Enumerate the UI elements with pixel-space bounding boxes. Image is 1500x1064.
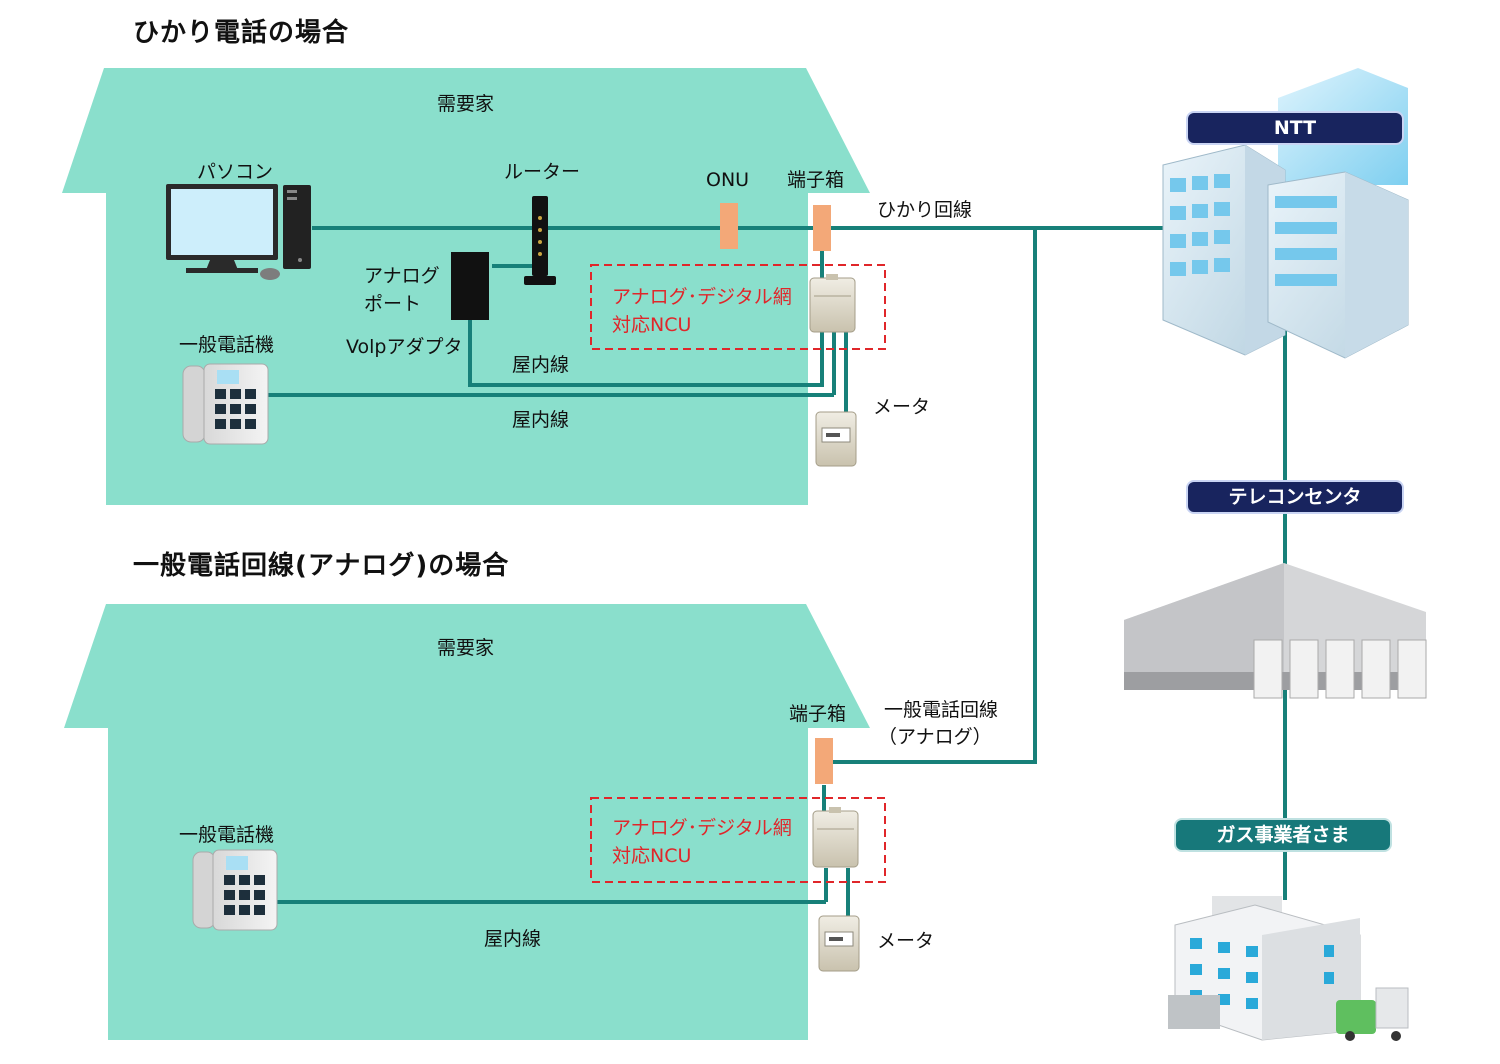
house-2-shape	[64, 604, 870, 1040]
house-2-label: 需要家	[437, 637, 495, 659]
terminal-box-2-icon	[815, 738, 833, 784]
hikari-line-label: ひかり回線	[877, 199, 973, 221]
ncu-device-1-icon	[809, 274, 856, 333]
telephone-1-label: 一般電話機	[179, 334, 275, 356]
ntt-pill: NTT	[1186, 111, 1404, 145]
house-1-label: 需要家	[437, 93, 495, 115]
pc-label: パソコン	[197, 161, 274, 183]
analog-port-label-1: アナログ	[364, 265, 440, 287]
indoor-line-label-1: 屋内線	[512, 354, 570, 376]
gas-company-building-icon	[1168, 896, 1409, 1041]
ncu-box-1	[590, 264, 886, 350]
terminal-box-1-icon	[813, 205, 831, 251]
pc-icon	[166, 184, 311, 280]
terminal-box-1-label: 端子箱	[787, 169, 845, 191]
ncu-2-label-line1: アナログ･デジタル網	[612, 817, 792, 839]
meter-1-label: メータ	[873, 396, 931, 418]
analog-port-label-2: ポート	[364, 293, 422, 315]
indoor-line-label-2: 屋内線	[512, 409, 570, 431]
meter-2-label: メータ	[877, 930, 935, 952]
meter-1-icon	[815, 411, 857, 467]
gas-company-pill: ガス事業者さま	[1174, 818, 1392, 852]
terminal-box-2-label: 端子箱	[789, 703, 847, 725]
voip-adapter-label: Volpアダプタ	[346, 336, 463, 358]
router-label: ルーター	[504, 161, 581, 183]
ncu-box-2	[590, 797, 886, 883]
telecon-pill: テレコンセンタ	[1186, 480, 1404, 514]
ncu-1-label-line1: アナログ･デジタル網	[612, 286, 792, 308]
section-title-analog: 一般電話回線(アナログ)の場合	[133, 551, 510, 581]
ncu-2-label-line2: 対応NCU	[612, 845, 692, 867]
analog-line-label-1: 一般電話回線	[884, 699, 999, 721]
analog-line-label-2: （アナログ）	[878, 726, 992, 748]
telephone-2-label: 一般電話機	[179, 824, 275, 846]
router-icon	[524, 196, 556, 285]
wiring-house-2	[276, 228, 1037, 918]
telephone-2-icon	[192, 849, 278, 931]
ncu-1-label-line2: 対応NCU	[612, 314, 692, 336]
wiring-house-1	[268, 226, 1285, 415]
onu-icon	[720, 203, 738, 249]
indoor-line-label-3: 屋内線	[484, 928, 542, 950]
section-title-hikari: ひかり電話の場合	[133, 18, 350, 48]
voip-adapter-icon	[451, 252, 489, 320]
ntt-building-icon	[1162, 68, 1409, 359]
ncu-device-2-icon	[812, 807, 859, 868]
telephone-1-icon	[182, 363, 269, 445]
telecon-center-icon	[1124, 563, 1427, 699]
meter-2-icon	[818, 915, 860, 972]
onu-label: ONU	[706, 169, 750, 191]
